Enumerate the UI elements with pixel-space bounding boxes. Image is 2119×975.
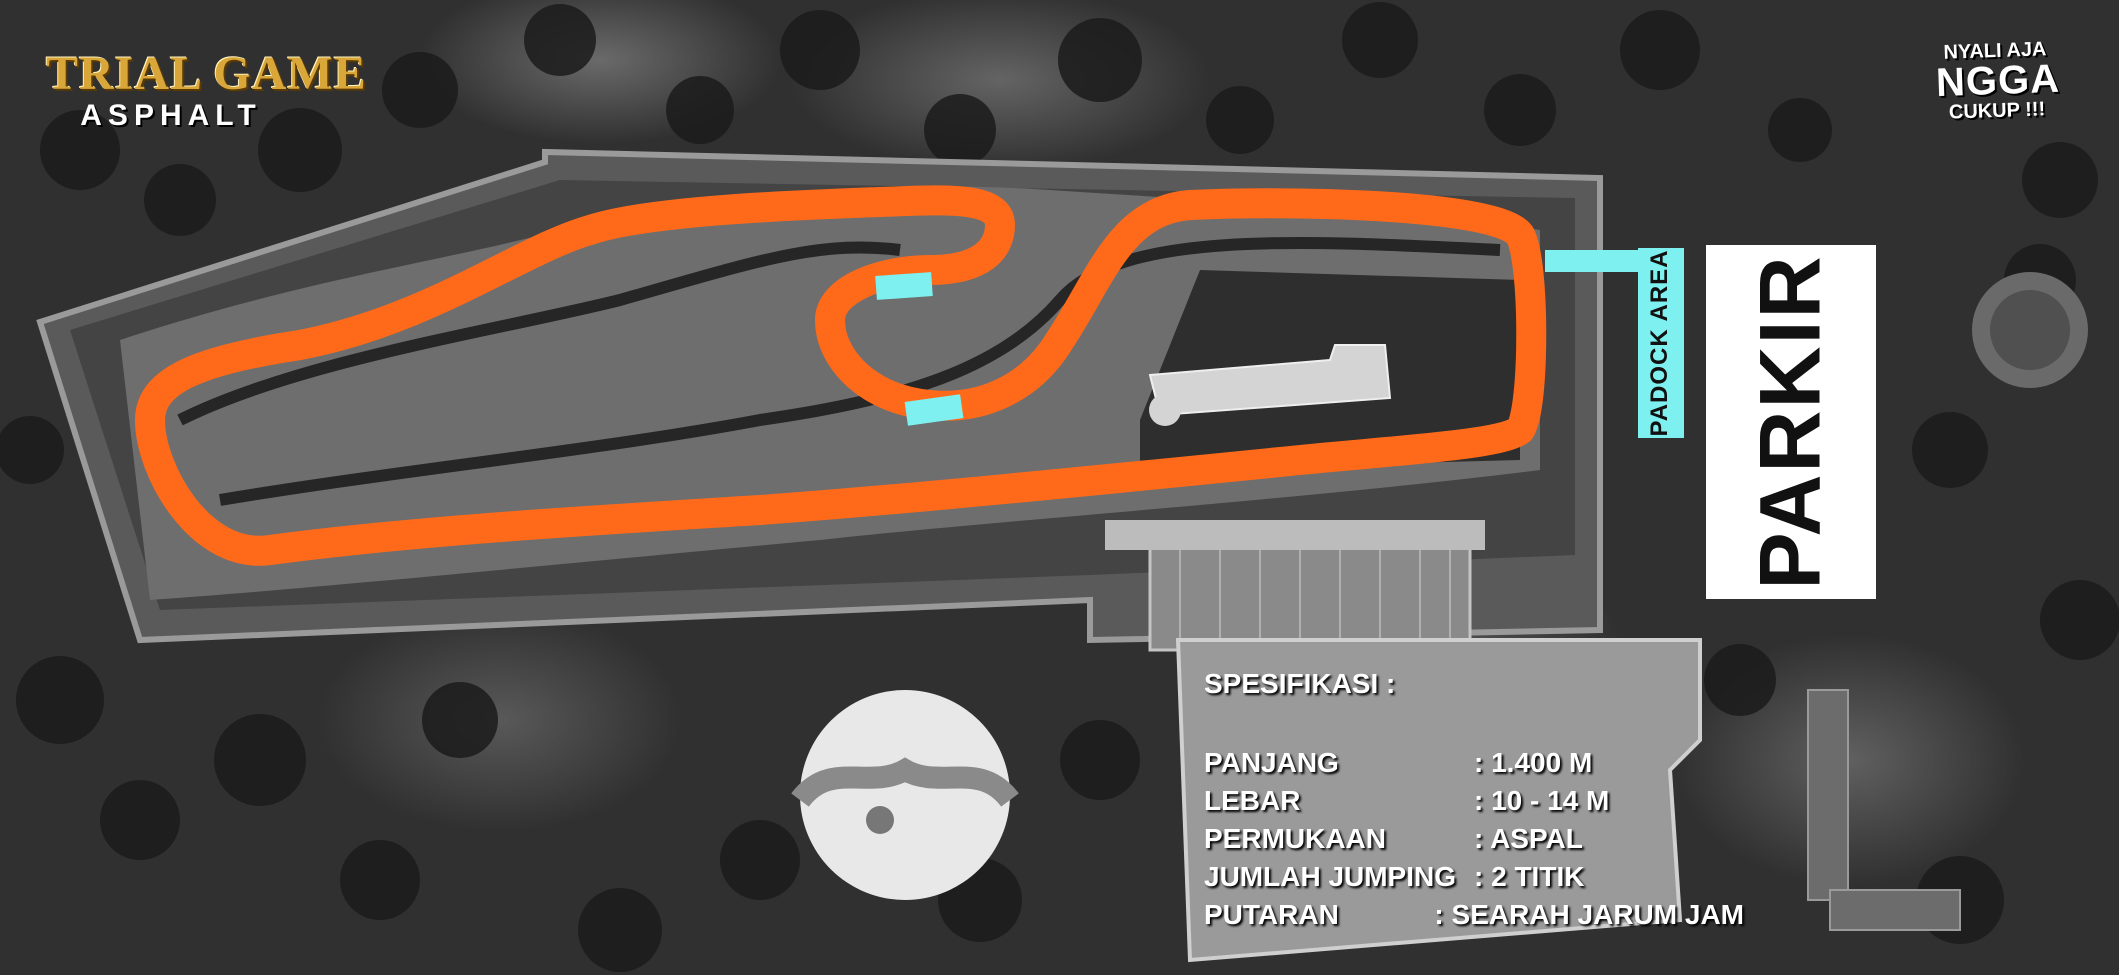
spec-label: PANJANG bbox=[1204, 747, 1339, 778]
slogan-line-3: CUKUP !!! bbox=[1948, 98, 2046, 124]
spec-value: : SEARAH JARUM JAM bbox=[1434, 899, 1744, 930]
building-facade bbox=[1105, 520, 1485, 550]
padock-area-label-box: PADOCK AREA bbox=[1640, 248, 1680, 438]
spec-value: : 10 - 14 M bbox=[1474, 785, 1610, 816]
spec-row: LEBAR : 10 - 14 M bbox=[1204, 782, 1744, 820]
jump-marker-2 bbox=[904, 394, 964, 426]
trial-game-logo: TRIAL GAME ASPHALT bbox=[46, 47, 367, 132]
pit-round-structure bbox=[1149, 394, 1181, 426]
hot-air-balloon-bottom bbox=[791, 690, 1019, 900]
specification-panel: SPESIFIKASI : PANJANG : 1.400 M LEBAR : … bbox=[1204, 664, 1744, 934]
spec-row: PANJANG : 1.400 M bbox=[1204, 744, 1744, 782]
spec-value: : 2 TITIK bbox=[1474, 861, 1585, 892]
slogan-logo: NYALI AJA NGGA CUKUP !!! bbox=[1935, 38, 2061, 124]
parkir-box bbox=[1706, 245, 1876, 599]
main-track bbox=[135, 185, 1547, 566]
padock-area-label: PADOCK AREA bbox=[1646, 249, 1673, 437]
spec-row: PUTARAN : SEARAH JARUM JAM bbox=[1204, 896, 1744, 934]
padock-area-box bbox=[1638, 248, 1684, 438]
spec-value: : 1.400 M bbox=[1474, 747, 1593, 778]
spec-row: JUMLAH JUMPING : 2 TITIK bbox=[1204, 858, 1744, 896]
jump-marker-1 bbox=[875, 272, 933, 300]
side-building-bottom bbox=[1829, 889, 1961, 931]
parkir-label: PARKIR bbox=[1742, 254, 1839, 590]
spec-title: SPESIFIKASI : bbox=[1204, 668, 1396, 699]
padock-connector bbox=[1545, 250, 1665, 272]
spec-label: JUMLAH JUMPING bbox=[1204, 861, 1457, 892]
spec-label: PUTARAN bbox=[1204, 899, 1339, 930]
spec-value: : ASPAL bbox=[1474, 823, 1583, 854]
spec-row: PERMUKAAN : ASPAL bbox=[1204, 820, 1744, 858]
spec-label: PERMUKAAN bbox=[1204, 823, 1386, 854]
logo-subtitle: ASPHALT bbox=[80, 99, 262, 132]
logo-title: TRIAL GAME bbox=[46, 47, 367, 100]
parkir-label-box: PARKIR bbox=[1706, 245, 1876, 599]
secondary-track bbox=[177, 241, 901, 426]
grandstand-lines bbox=[1179, 535, 1451, 645]
slogan-line-2: NGGA bbox=[1935, 56, 2061, 106]
open-sand-area bbox=[1175, 638, 1702, 963]
hot-air-balloon-right bbox=[1972, 272, 2088, 388]
secondary-track-2 bbox=[219, 236, 1501, 506]
spec-label: LEBAR bbox=[1204, 785, 1301, 816]
side-building-left bbox=[1807, 689, 1849, 901]
